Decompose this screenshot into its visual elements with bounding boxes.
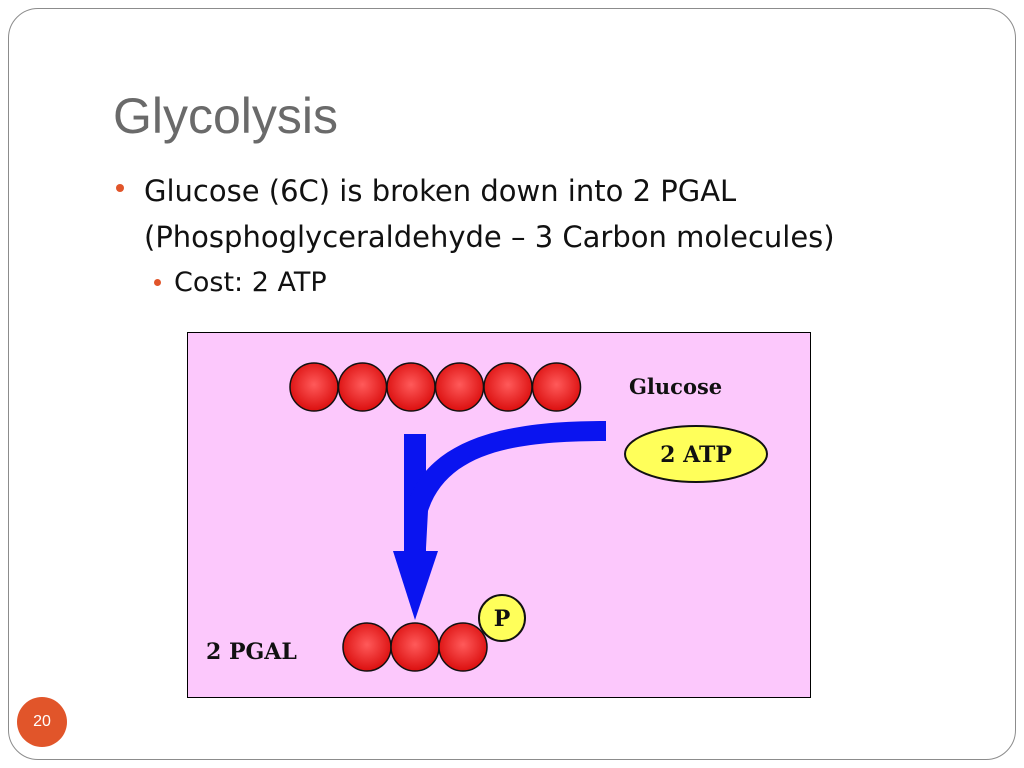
carbon-atom bbox=[390, 622, 440, 672]
pgal-carbon-chain bbox=[342, 622, 488, 672]
carbon-atom bbox=[386, 362, 436, 412]
sub-bullet-marker bbox=[154, 279, 161, 286]
atp-label: 2 ATP bbox=[660, 442, 732, 468]
phosphate-label: P bbox=[494, 606, 511, 632]
slide-title: Glycolysis bbox=[113, 88, 339, 144]
glucose-label: Glucose bbox=[629, 374, 722, 399]
diagram-canvas: Glucose 2 ATP 2 PGAL P bbox=[206, 362, 768, 672]
bullet-text: Glucose (6C) is broken down into 2 PGAL … bbox=[144, 174, 835, 254]
phosphate-group: P bbox=[478, 594, 526, 642]
carbon-atom bbox=[531, 362, 582, 412]
carbon-atom bbox=[438, 622, 488, 672]
carbon-atom bbox=[483, 362, 533, 412]
carbon-atom bbox=[434, 362, 485, 412]
reaction-arrow bbox=[393, 421, 606, 620]
slide-number-badge: 20 bbox=[17, 697, 67, 747]
atp-molecule: 2 ATP bbox=[624, 425, 768, 483]
slide-number: 20 bbox=[33, 713, 51, 730]
carbon-atom bbox=[337, 362, 388, 412]
sub-bullet-text: Cost: 2 ATP bbox=[174, 267, 327, 298]
carbon-atom bbox=[289, 362, 339, 412]
glucose-carbon-chain bbox=[289, 362, 582, 412]
atp-input-arrow bbox=[404, 421, 606, 553]
pgal-label: 2 PGAL bbox=[206, 639, 297, 665]
bullet-marker bbox=[116, 184, 124, 192]
carbon-atom bbox=[342, 622, 392, 672]
arrow-head bbox=[393, 551, 438, 620]
glycolysis-diagram: Glucose 2 ATP 2 PGAL P bbox=[187, 332, 811, 698]
